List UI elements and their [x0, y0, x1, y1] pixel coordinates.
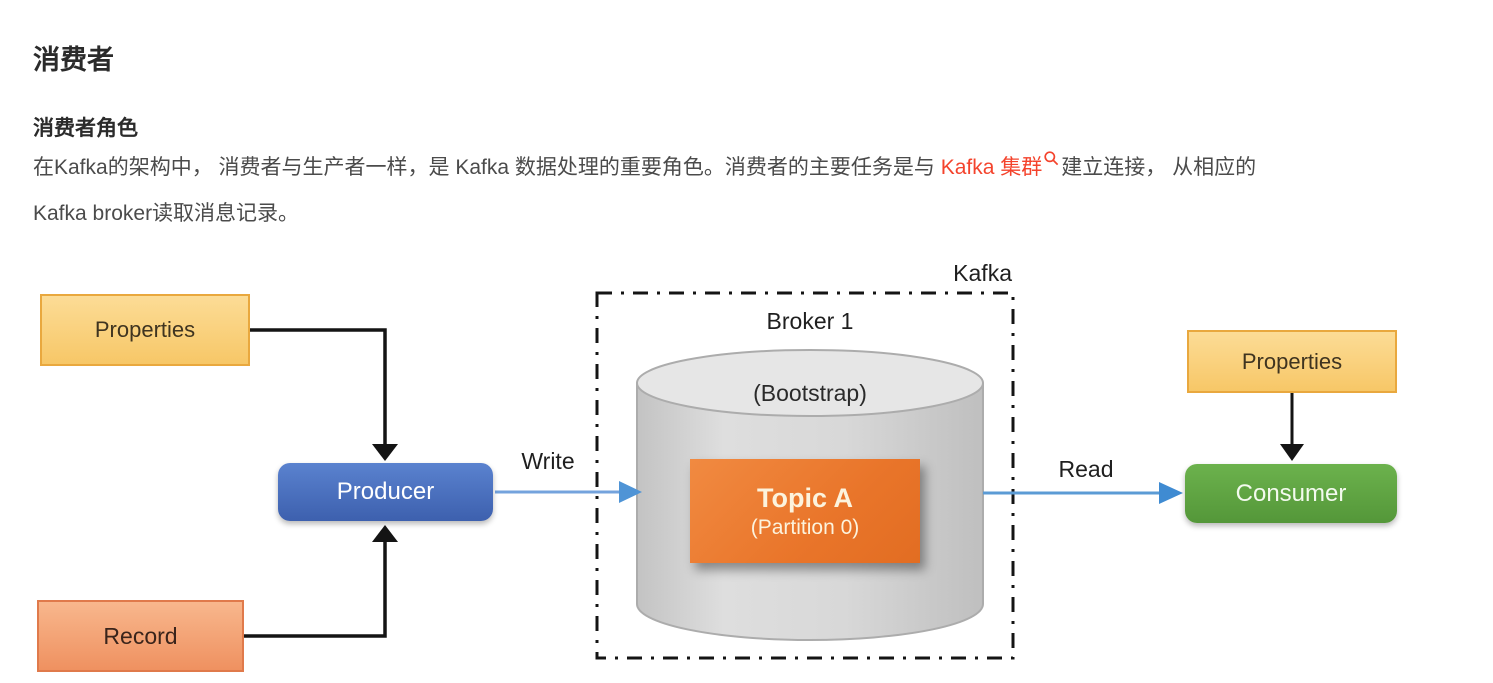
write-label: Write	[521, 448, 575, 474]
bootstrap-label: (Bootstrap)	[753, 380, 867, 406]
record-to-producer-connector	[244, 540, 387, 638]
properties-box-consumer: Properties	[1187, 330, 1397, 393]
page-title: 消费者	[33, 45, 114, 76]
consumer-label: Consumer	[1235, 479, 1347, 507]
paragraph-line-2: Kafka broker读取消息记录。	[33, 202, 300, 225]
properties-box-producer: Properties	[40, 294, 250, 366]
arrow-right-head	[619, 481, 642, 503]
intro-paragraph: 在Kafka的架构中， 消费者与生产者一样，是 Kafka 数据处理的重要角色。…	[33, 145, 1463, 237]
arrow-down-head	[372, 444, 398, 461]
producer-node: Producer	[278, 463, 493, 521]
section-title: 消费者角色	[33, 117, 138, 141]
properties-label: Properties	[94, 317, 196, 342]
record-label: Record	[103, 622, 178, 649]
paragraph-text: 建立连接， 从相应的	[1061, 156, 1257, 179]
paragraph-line-1: 在Kafka的架构中， 消费者与生产者一样，是 Kafka 数据处理的重要角色。…	[33, 145, 1463, 191]
properties-to-producer-connector	[250, 328, 387, 446]
properties-label: Properties	[1241, 348, 1343, 374]
paragraph-text: 在Kafka的架构中， 消费者与生产者一样，是 Kafka 数据处理的重要角色。…	[33, 156, 941, 179]
search-icon[interactable]	[1043, 150, 1060, 167]
arrow-up-head	[372, 525, 398, 542]
kafka-cluster-link[interactable]: Kafka 集群	[940, 156, 1043, 179]
read-label: Read	[1058, 456, 1114, 482]
record-box: Record	[37, 600, 244, 672]
topic-title: Topic A	[757, 482, 853, 513]
arrow-down-head	[1280, 444, 1304, 461]
topic-partition-label: (Partition 0)	[750, 515, 860, 539]
kafka-boundary-label: Kafka	[953, 260, 1012, 286]
topic-node: Topic A (Partition 0)	[690, 459, 920, 563]
producer-label: Producer	[336, 478, 435, 505]
consumer-node: Consumer	[1185, 464, 1397, 523]
broker-label: Broker 1	[766, 308, 854, 334]
arrow-right-head	[1159, 482, 1183, 504]
